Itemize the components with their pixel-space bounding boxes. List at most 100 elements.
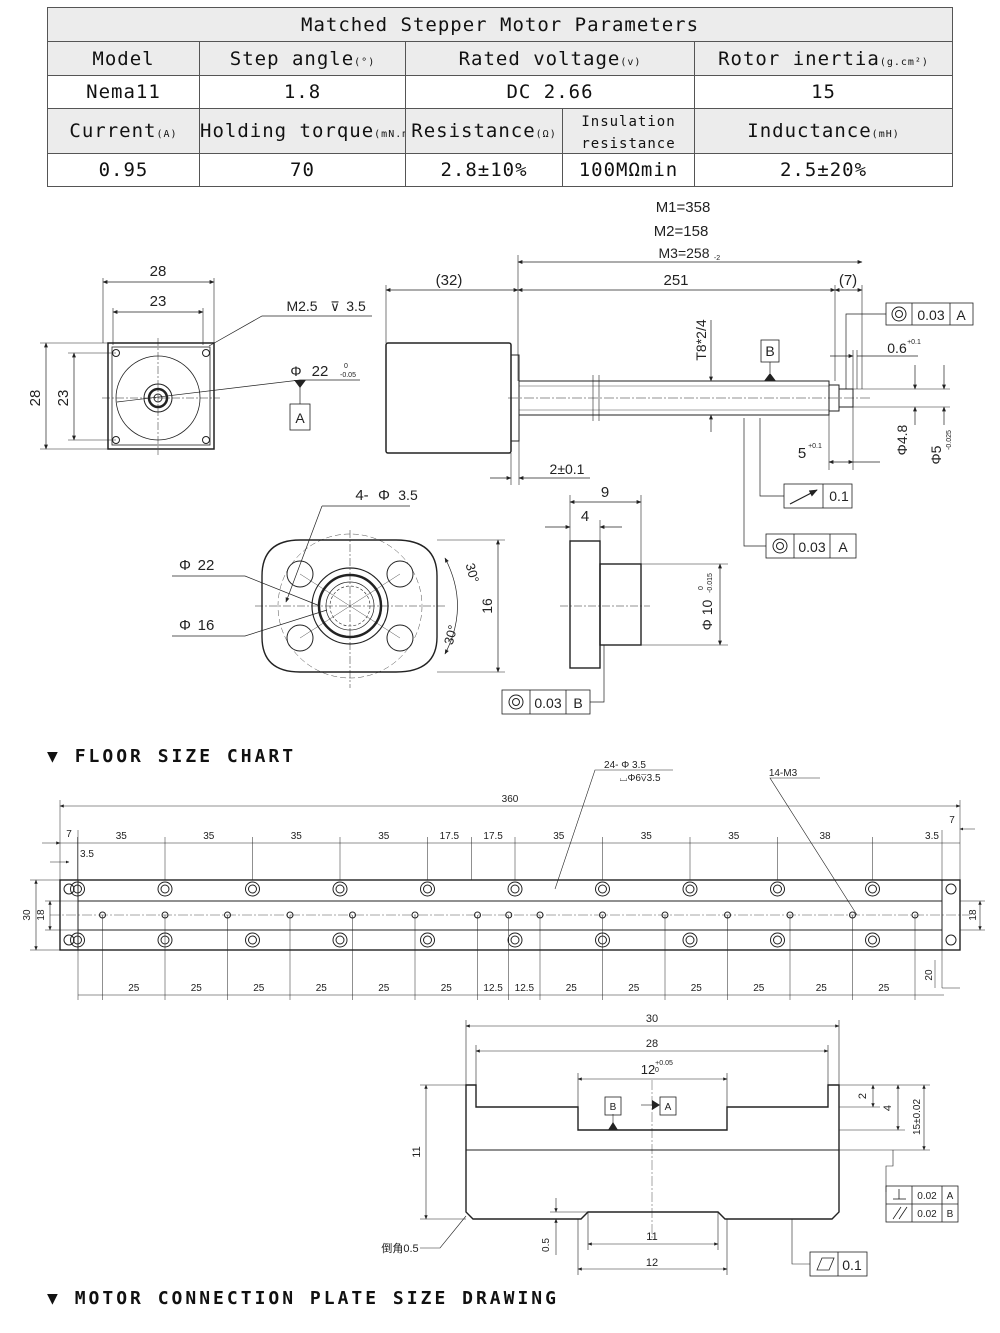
nut-hole	[386, 624, 414, 652]
fcf-flatness-value: 0.1	[842, 1257, 862, 1273]
fcf-nut-datum: B	[573, 695, 582, 711]
svg-text:Φ: Φ	[179, 557, 191, 574]
header-inductance: Inductance(mH)	[693, 108, 954, 154]
counterbore-hole-inner	[685, 935, 695, 945]
table-header-row-2: Current(A) Holding torque(mN.m) Resistan…	[47, 108, 954, 154]
plate-depth-2: 2	[857, 1093, 869, 1099]
nut-dia-22: 22	[198, 557, 215, 574]
counterbore-hole-inner	[73, 884, 82, 894]
nut-front-labels: 4- Φ 3.5 Φ 22 Φ 16 30° 30° 16	[179, 487, 495, 646]
m3-length: M3=258	[659, 245, 710, 261]
counterbore-hole	[865, 932, 880, 948]
counterbore-hole-inner	[423, 935, 432, 945]
motor-side-labels: M1=358 M2=158 M3=258 -2 (32) 251 (7) T8*…	[436, 199, 967, 555]
table-value-row-1: Nema11 1.8 DC 2.66 15	[47, 75, 954, 109]
counterbore-hole	[245, 932, 260, 948]
floor-bottom-spacing: 25	[253, 983, 265, 994]
counterbore-hole	[70, 881, 85, 897]
dim-23-top: 23	[150, 293, 167, 310]
plate-inner-width: 28	[646, 1038, 658, 1050]
floor-total-length: 360	[502, 794, 519, 805]
fcf-runout	[783, 483, 853, 509]
end-length-tolerance: +0.1	[907, 339, 921, 346]
mount-hole	[202, 436, 210, 444]
nut-side-length: 9	[601, 484, 609, 501]
counterbore-hole-inner	[685, 884, 695, 894]
section-plate-title: ▼ MOTOR CONNECTION PLATE SIZE DRAWING	[47, 1288, 559, 1309]
floor-height: 30	[22, 909, 33, 921]
counterbore-hole	[865, 881, 880, 897]
m1-length: M1=358	[656, 199, 711, 216]
counterbore-hole	[420, 932, 435, 948]
floor-thread-callout: 14-M3	[769, 768, 798, 779]
counterbore-hole	[682, 881, 698, 897]
floor-cbore-callout: ⌴Φ6⊽3.5	[619, 773, 661, 784]
svg-text:Φ: Φ	[378, 487, 390, 504]
header-holding-torque: Holding torque(mN.m)	[199, 108, 406, 154]
floor-top-spacing: 35	[553, 831, 565, 842]
counterbore-hole-inner	[335, 884, 345, 894]
plate-depth-4: 4	[882, 1105, 894, 1111]
plate-slot-width: 12	[641, 1062, 655, 1077]
nut-hole	[286, 624, 314, 652]
plate-bottom-inner: 11	[646, 1231, 657, 1243]
step-length-tolerance: +0.1	[808, 443, 822, 450]
thread-label: M2.5	[286, 298, 317, 314]
datum-b-label: B	[765, 343, 774, 359]
fcf-top-value: 0.03	[917, 307, 944, 323]
counterbore-hole-inner	[73, 935, 82, 945]
counterbore-hole	[595, 881, 610, 897]
mount-hole	[202, 349, 210, 357]
nut-neck-dia: Φ 10	[699, 599, 715, 630]
value-current: 0.95	[47, 153, 200, 187]
fcf-perp-value: 0.02	[917, 1191, 937, 1202]
pilot-diameter: 22	[312, 363, 329, 380]
header-rated-voltage: Rated voltage(v)	[405, 41, 695, 76]
m3-tolerance: -2	[714, 255, 720, 262]
connection-plate-drawing	[420, 1020, 959, 1277]
nut-hole	[386, 560, 414, 588]
floor-bottom-spacing: 12.5	[515, 983, 535, 994]
counterbore-hole-inner	[248, 935, 257, 945]
motor-front-view	[40, 278, 372, 455]
value-model: Nema11	[47, 75, 200, 109]
nut-hole-dia: 3.5	[398, 487, 418, 503]
thread-spec: T8*2/4	[693, 319, 709, 360]
svg-text:0: 0	[698, 586, 705, 590]
floor-right-bottom: 20	[924, 969, 935, 981]
counterbore-hole	[420, 881, 435, 897]
fcf-parallel-datum: B	[947, 1209, 954, 1220]
m2-length: M2=158	[654, 223, 709, 240]
dim-flange-gap: 2±0.1	[550, 461, 585, 477]
nut-flange-side	[569, 540, 601, 669]
nut-front-view	[172, 505, 505, 688]
svg-text:⊽: ⊽	[330, 299, 340, 314]
fcf-concentricity-mid	[765, 533, 857, 559]
plate-slot-tolerance: +0.05	[655, 1060, 673, 1067]
value-insulation: 100MΩmin	[562, 153, 695, 187]
floor-inner-height: 18	[36, 909, 47, 921]
motor-front-labels: 28 23 28 23 M2.5 ⊽ 3.5 Φ 22 0 -0.05 A	[27, 263, 366, 426]
nut-neck-tolerance: -0.015	[707, 573, 714, 593]
plate-width: 30	[646, 1013, 658, 1025]
svg-text:Φ: Φ	[179, 617, 191, 634]
connection-plate-labels: 30 28 12 +0.05 0 B A 11 2 4 15±0.02 倒角0.…	[381, 1013, 953, 1273]
floor-bottom-spacing: 25	[378, 983, 390, 994]
floor-bottom-spacing: 25	[753, 983, 765, 994]
plate-chamfer: 倒角0.5	[381, 1242, 418, 1255]
floor-bottom-spacing: 25	[816, 983, 828, 994]
dim-body-length: (32)	[436, 272, 463, 289]
plate-depth-15: 15±0.02	[912, 1099, 923, 1136]
floor-bottom-spacing: 25	[691, 983, 703, 994]
dim-23-left: 23	[55, 390, 72, 407]
floor-bottom-spacing: 25	[191, 983, 203, 994]
floor-bottom-spacing: 12.5	[483, 983, 503, 994]
fcf-mid-datum: A	[838, 539, 848, 555]
counterbore-hole-inner	[248, 884, 257, 894]
counterbore-hole	[770, 881, 785, 897]
dim-end-length: 0.6	[887, 340, 907, 356]
dim-screw-length: 251	[663, 272, 688, 289]
parameter-table: Matched Stepper Motor Parameters Model S…	[46, 7, 954, 187]
value-inductance: 2.5±20%	[693, 153, 954, 187]
fcf-plate-flatness	[809, 1251, 868, 1277]
